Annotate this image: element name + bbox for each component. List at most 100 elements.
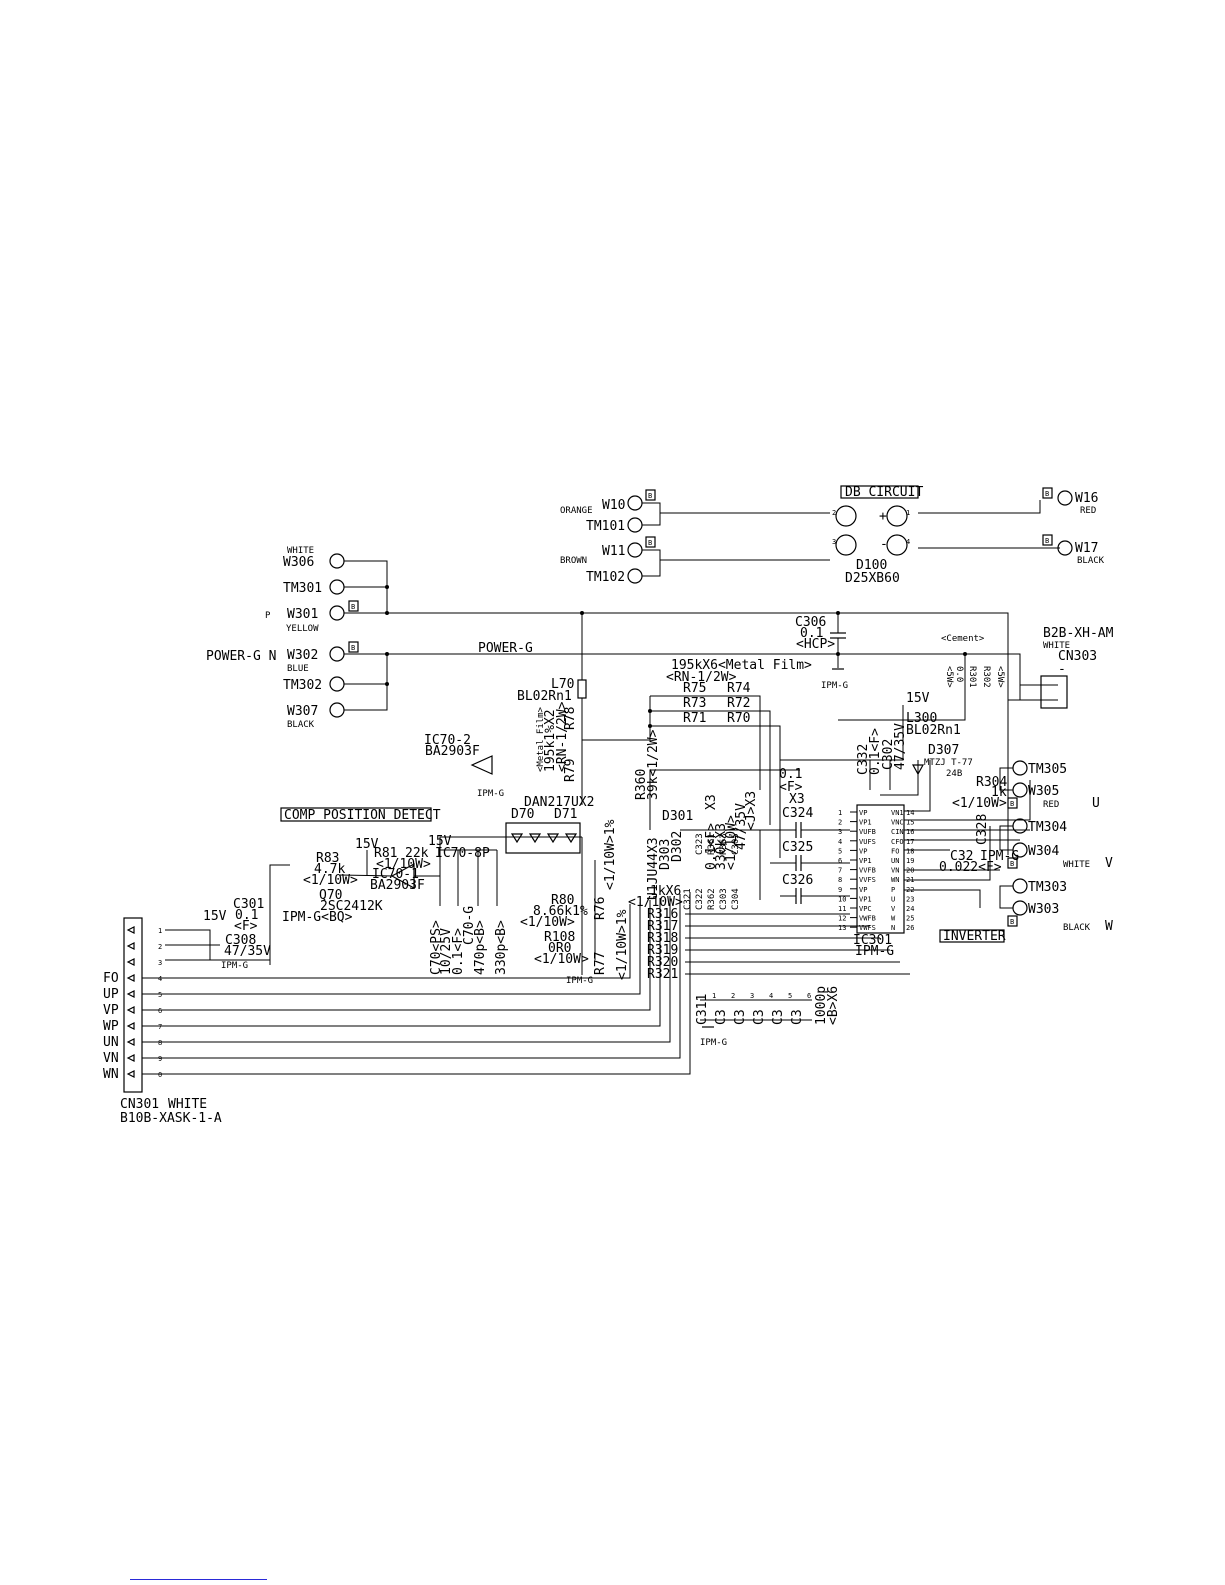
tm101-terminal[interactable] [627, 517, 643, 533]
comp-position-box [280, 807, 432, 822]
r316-w: <1/10W> [628, 895, 683, 910]
w10-color: ORANGE [560, 506, 593, 516]
boot-j: <J>X3 [744, 791, 759, 830]
w17-terminal[interactable] [1057, 540, 1073, 556]
cn301-pin-num: 4 [158, 975, 162, 983]
w17-flag-box [1042, 534, 1053, 546]
bridge-ref: D100 [856, 558, 887, 573]
c71-f: 0.1<F> [451, 928, 466, 975]
c301-value: 0.1 [235, 908, 258, 923]
w11-flag: B [648, 539, 652, 547]
rn-value: 195kX6<Metal Film> [671, 658, 812, 673]
r81-value: 22k [405, 846, 429, 861]
ic70-2-ref: IC70-2 [424, 733, 471, 748]
inverter-title: INVERTER [943, 929, 1006, 944]
ic301-pin-signal: CFO [891, 838, 904, 846]
w302-flag-box [348, 641, 359, 653]
tm102-terminal[interactable] [627, 568, 643, 584]
ic301-pin-signal: VN [891, 867, 899, 875]
cn301-pin-num: 9 [158, 1055, 162, 1063]
rn-network-section: L70 BL02Rn1 195kX6<Metal Film> <RN-1/2W>… [424, 613, 812, 858]
w307-terminal[interactable] [329, 702, 345, 718]
w307-color: BLACK [287, 720, 315, 730]
cn301-connector[interactable] [123, 917, 143, 1093]
cn301-pin-num: 6 [158, 1007, 162, 1015]
ic301-pin-signal: VWFB [859, 915, 876, 923]
w304-label: W304 [1028, 844, 1059, 859]
tm303-terminal[interactable] [1012, 878, 1028, 894]
power-g-rail-label: POWER-G [478, 641, 533, 656]
dan217-package [505, 822, 581, 854]
w11-terminal[interactable] [627, 542, 643, 558]
c32-value: 0.022<F> [939, 860, 1002, 875]
ic301-net: IPM-G [855, 944, 894, 959]
c311-pin-3: 3 [750, 992, 754, 1000]
w302-label: W302 [287, 648, 318, 663]
cn301-pin-num: 0 [158, 1071, 162, 1079]
tm301-terminal[interactable] [329, 579, 345, 595]
ic301-pin-num: 19 [906, 857, 914, 865]
ic301-pin-num: 17 [906, 838, 914, 846]
c308-ref: C308 [225, 933, 256, 948]
w303-terminal[interactable] [1012, 900, 1028, 916]
bridge-pin-2: 2 [832, 509, 836, 517]
w302-color: BLUE [287, 664, 309, 674]
cn301-color: WHITE [168, 1097, 207, 1112]
w306-color: WHITE [287, 546, 314, 556]
c324-v: 0.1 [779, 767, 802, 782]
footer-rule [130, 1579, 267, 1580]
w16-color: RED [1080, 506, 1096, 516]
w306-label: W306 [283, 555, 314, 570]
w10-flag-box [645, 489, 656, 501]
c311-pin-4: 4 [769, 992, 773, 1000]
ic301-pin-num: 9 [838, 886, 842, 894]
ic301-pin-num: 16 [906, 828, 914, 836]
ic301-pin-num: 25 [906, 915, 914, 923]
ic301-pin-signal: VUFB [859, 828, 876, 836]
cn303-connector[interactable] [1040, 675, 1068, 709]
r74-ref: R74 [727, 681, 751, 696]
ic301-pin-signal: VVFS [859, 876, 876, 884]
q70-ref: Q70 [319, 888, 342, 903]
d71-ref: D71 [554, 807, 577, 822]
w306-terminal[interactable] [329, 553, 345, 569]
w302-terminal[interactable] [329, 646, 345, 662]
c306-ref: C306 [795, 615, 826, 630]
ic301-ref: IC301 [853, 933, 892, 948]
ic301-pin-signal: P [891, 886, 895, 894]
w17-label: W17 [1075, 541, 1098, 556]
bridge-diode-4 [886, 534, 908, 556]
bridge-diode-1 [835, 505, 857, 527]
ic301-pin-signal: VP1 [859, 819, 872, 827]
w10-terminal[interactable] [627, 495, 643, 511]
w302-flag: B [351, 644, 355, 652]
high-side-cap-section: 0.1 <F> X3 C324 C325 C326 [760, 767, 850, 904]
ic301-pin-signal: N [891, 924, 895, 932]
d307-part: MTZJ T-77 [924, 758, 973, 768]
ic301-pin-num: 10 [838, 895, 846, 903]
w16-terminal[interactable] [1057, 490, 1073, 506]
w16-flag: B [1045, 490, 1049, 498]
tm305-terminal[interactable] [1012, 760, 1028, 776]
ic301-pin-signal: VP1 [859, 895, 872, 903]
w305-terminal[interactable] [1012, 782, 1028, 798]
r79-ref: R79 [563, 759, 578, 782]
r316-x: 1kX6 [650, 884, 681, 899]
w10-label: W10 [602, 498, 625, 513]
c314-ref: C3 [752, 1009, 767, 1025]
r83-value: 4.7k [314, 862, 345, 877]
ic301-pin-signal: VNC [891, 819, 904, 827]
w305-label: W305 [1028, 784, 1059, 799]
tm302-terminal[interactable] [329, 676, 345, 692]
r83-v15: 15V [355, 837, 379, 852]
ic301-pin-signal: VP [859, 809, 867, 817]
ic301-pin-num: 1 [838, 809, 842, 817]
r361-ref: R361 [707, 833, 717, 855]
c311-pin-2: 2 [731, 992, 735, 1000]
c323-ref: C323 [695, 833, 705, 855]
r71-ref: R71 [683, 711, 706, 726]
ic301-package[interactable] [856, 804, 905, 934]
w301-terminal[interactable] [329, 605, 345, 621]
tm304-terminal[interactable] [1012, 818, 1028, 834]
